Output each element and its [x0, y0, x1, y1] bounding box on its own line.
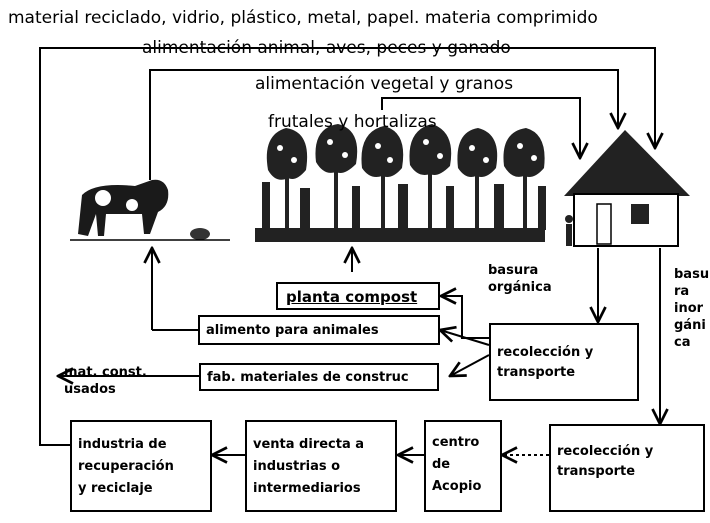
direct-sale-text: venta directa a industrias o intermediar…: [253, 437, 365, 496]
organic-waste-label: basura orgánica: [488, 263, 552, 295]
collection-transport-box-2: recolección y transporte: [549, 424, 705, 512]
collection-center-text: centro de Acopio: [432, 435, 482, 494]
house-illustration: [564, 130, 690, 247]
direct-sale-box: venta directa a industrias o intermediar…: [245, 420, 397, 512]
inorganic-waste-label: basu ra inor gáni ca: [674, 267, 710, 350]
recycled-material-flow-arrow: [39, 47, 655, 446]
compost-plant-box: planta compost: [276, 282, 440, 310]
recycling-industry-box: industria de recuperación y reciclaje: [70, 420, 212, 512]
fruit-vegetables-label: frutales y hortalizas: [268, 112, 437, 132]
animal-feed-label: alimentación animal, aves, peces y ganad…: [142, 38, 511, 58]
recycling-industry-text: industria de recuperación y reciclaje: [78, 437, 174, 496]
used-materials-label: mat. const. usados: [64, 365, 147, 397]
recycled-material-label: material reciclado, vidrio, plástico, me…: [8, 8, 598, 28]
collection-transport-text-2: recolección y transporte: [557, 444, 654, 479]
animal-food-box: alimento para animales: [198, 315, 440, 345]
collection-transport-text-1: recolección y transporte: [497, 345, 594, 380]
plant-feed-flow-arrow: [381, 97, 580, 158]
cow-illustration: [70, 179, 230, 241]
animal-feed-flow-arrow: [149, 69, 618, 180]
plant-feed-label: alimentación vegetal y granos: [255, 74, 514, 94]
compost-plant-text: planta compost: [286, 288, 418, 306]
construction-materials-box: fab. materiales de construc: [199, 363, 439, 391]
animal-food-text: alimento para animales: [206, 323, 379, 338]
collection-center-box: centro de Acopio: [424, 420, 502, 512]
trees-illustration: [255, 124, 546, 242]
construction-materials-text: fab. materiales de construc: [207, 370, 409, 385]
collection-transport-box-1: recolección y transporte: [489, 323, 639, 401]
